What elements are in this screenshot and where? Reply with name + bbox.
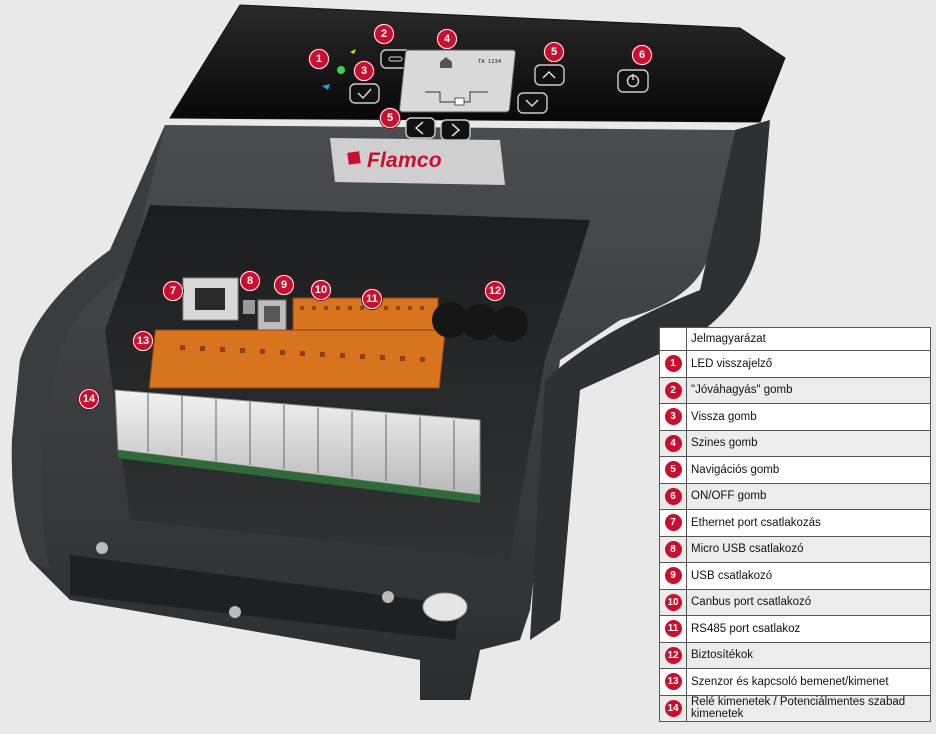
callout-marker-4: 4 — [437, 29, 457, 49]
callout-marker-1: 1 — [309, 49, 329, 69]
nav-up-button[interactable] — [534, 64, 565, 86]
legend-badge: 13 — [664, 673, 682, 691]
legend-label: RS485 port csatlakoz — [686, 615, 931, 643]
brand-logo: Flamco — [367, 149, 442, 172]
callout-marker-6: 6 — [632, 45, 652, 65]
callout-marker-8: 8 — [240, 271, 260, 291]
legend-label: Szines gomb — [686, 429, 931, 457]
nav-left-button[interactable] — [405, 117, 436, 139]
legend-badge: 9 — [664, 567, 682, 585]
legend-badge: 2 — [664, 381, 682, 399]
callout-marker-3: 3 — [354, 61, 374, 81]
nav-down-button[interactable] — [517, 92, 548, 114]
callout-marker-2: 2 — [374, 24, 394, 44]
housing-right-wing — [530, 120, 770, 640]
legend-label: Navigációs gomb — [686, 456, 931, 484]
legend-badge: 14 — [664, 699, 682, 717]
led-blue-icon — [322, 84, 330, 90]
legend-label: Vissza gomb — [686, 403, 931, 431]
legend-label: ON/OFF gomb — [686, 482, 931, 510]
legend-label: Ethernet port csatlakozás — [686, 509, 931, 537]
callout-marker-14: 14 — [79, 389, 99, 409]
callout-marker-5a: 5 — [544, 42, 564, 62]
legend-badge: 10 — [664, 593, 682, 611]
sensor-io-header — [148, 329, 446, 389]
legend-badge: 3 — [664, 408, 682, 426]
legend-label: USB csatlakozó — [686, 562, 931, 590]
legend-title: Jelmagyarázat — [686, 327, 931, 351]
callout-marker-12: 12 — [485, 281, 505, 301]
legend-label: Canbus port csatlakozó — [686, 588, 931, 616]
fuse-holders — [432, 302, 528, 342]
legend-badge: 11 — [664, 620, 682, 638]
brand-plate — [330, 138, 505, 185]
legend-label: Micro USB csatlakozó — [686, 535, 931, 563]
legend-row: 2"Jóváhagyás" gomb — [659, 376, 931, 404]
micro-usb-port — [243, 300, 255, 314]
legend-label: Biztosítékok — [686, 641, 931, 669]
callout-marker-11: 11 — [362, 289, 382, 309]
legend-badge: 6 — [664, 487, 682, 505]
legend-label: LED visszajelző — [686, 350, 931, 378]
cable-clamp-rail — [70, 555, 460, 640]
legend-badge: 7 — [664, 514, 682, 532]
callout-marker-13: 13 — [133, 331, 153, 351]
led-green — [337, 66, 345, 74]
nav-right-button[interactable] — [440, 119, 471, 141]
legend-badge: 12 — [664, 646, 682, 664]
callout-marker-7: 7 — [163, 281, 183, 301]
legend-badge: 1 — [664, 355, 682, 373]
back-button[interactable] — [349, 83, 380, 104]
led-yellow-icon — [350, 49, 356, 54]
legend-badge: 4 — [664, 434, 682, 452]
display-status-text: TA 1234 — [478, 59, 502, 65]
legend-label: Relé kimenetek / Potenciálmentes szabad … — [686, 694, 931, 722]
housing-left-wing — [11, 125, 166, 570]
legend-header-row: Jelmagyarázat — [659, 327, 931, 351]
callout-marker-5b: 5 — [380, 108, 400, 128]
callout-marker-10: 10 — [311, 280, 331, 300]
legend-label: "Jóváhagyás" gomb — [686, 376, 931, 404]
display-home-icon — [440, 57, 452, 68]
legend-label: Szenzor és kapcsoló bemenet/kimenet — [686, 668, 931, 696]
cable-gland — [422, 592, 468, 622]
callout-marker-9: 9 — [274, 275, 294, 295]
legend-badge: 5 — [664, 461, 682, 479]
circuit-board-edge — [118, 450, 480, 503]
power-button[interactable] — [617, 69, 649, 93]
color-display — [399, 49, 516, 113]
legend-badge: 8 — [664, 540, 682, 558]
brand-logo-mark — [347, 151, 361, 165]
